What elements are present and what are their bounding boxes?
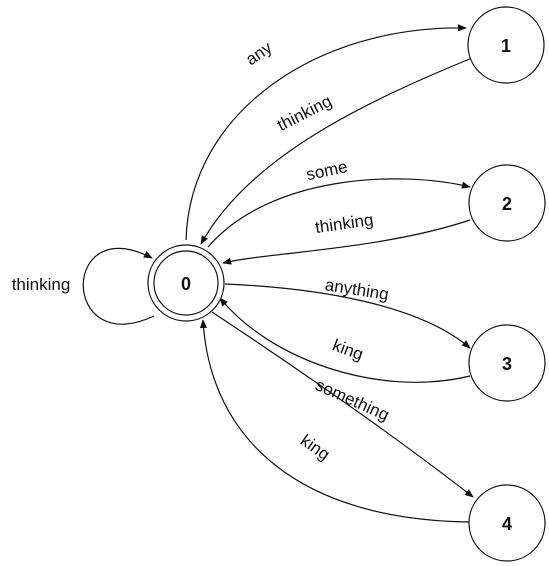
edge-label-0-1: any (242, 38, 276, 70)
state-0-node: 0 (147, 244, 225, 322)
state-4-node: 4 (468, 484, 546, 562)
state-2-label: 2 (502, 194, 512, 214)
state-2-circle (468, 164, 546, 242)
edge-3-0 (219, 297, 471, 383)
edge-label-3-0: king (330, 336, 366, 365)
state-0-label: 0 (181, 274, 191, 294)
edge-4-0 (199, 319, 471, 523)
state-3-circle (468, 324, 546, 402)
edge-2-0 (222, 219, 471, 265)
state-4-label: 4 (502, 514, 512, 534)
edge-0-2 (207, 178, 471, 248)
state-3-node: 3 (468, 324, 546, 402)
edge-label-0-0: thinking (12, 275, 71, 294)
state-1-label: 1 (501, 36, 511, 56)
state-3-label: 3 (502, 354, 512, 374)
edge-label-2-0: thinking (314, 210, 375, 237)
edge-label-4-0: king (297, 431, 333, 464)
edge-label-0-2: some (305, 157, 350, 184)
edge-0-4 (211, 311, 474, 498)
edge-0-0 (82, 247, 155, 325)
edge-0-1 (185, 24, 467, 241)
edge-1-0 (200, 57, 473, 245)
state-0-inner-ring (153, 250, 219, 316)
edge-0-3 (224, 283, 471, 349)
state-1-circle (467, 6, 545, 84)
state-4-circle (468, 484, 546, 562)
edge-label-0-4: something (313, 375, 392, 424)
state-2-node: 2 (468, 164, 546, 242)
state-1-node: 1 (467, 6, 545, 84)
